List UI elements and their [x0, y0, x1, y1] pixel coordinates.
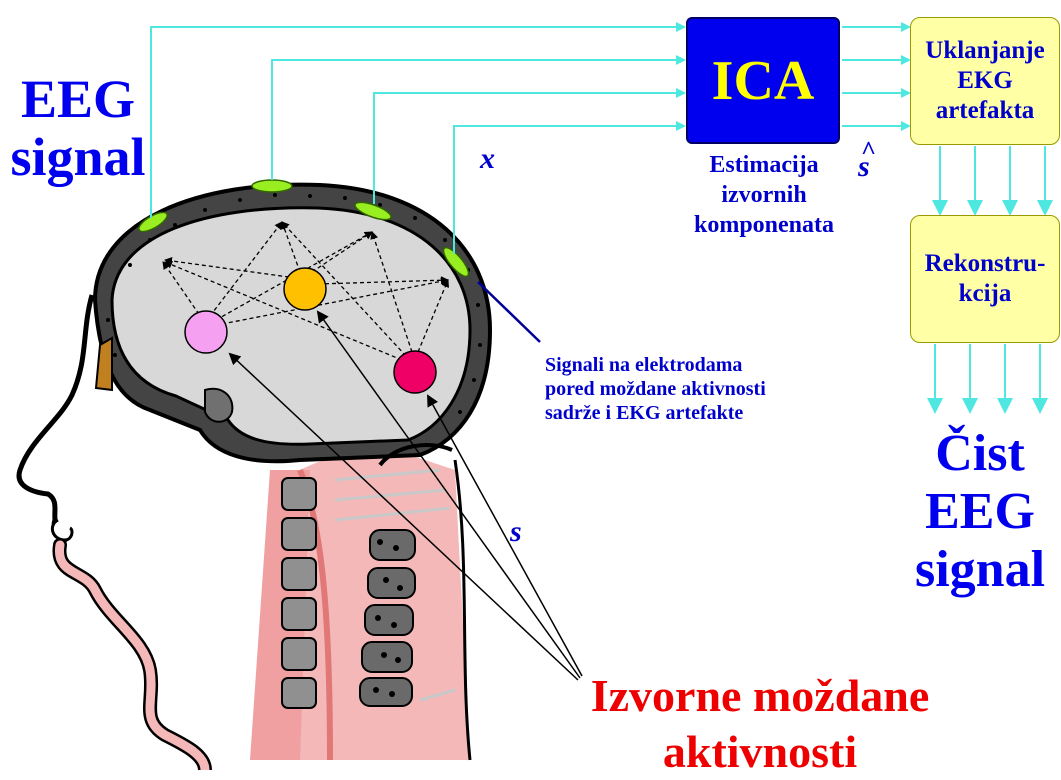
rekonstrukcija-line2: kcija [959, 279, 1012, 309]
neck [250, 451, 470, 760]
signal-lines-output [935, 344, 1040, 412]
izvorne-label: Izvorne moždane aktivnosti [560, 668, 960, 780]
signal-lines-s-hat [842, 27, 909, 126]
eeg-signal-line2: signal [8, 128, 148, 186]
electrode-note: Signali na elektrodama pored moždane akt… [545, 353, 845, 425]
electrode-icon [252, 180, 292, 192]
uklanjanje-line3: artefakta [936, 96, 1035, 126]
s-symbol: s [510, 515, 522, 549]
rekonstrukcija-line1: Rekonstru- [925, 249, 1046, 279]
ica-label: ICA [712, 49, 815, 113]
rekonstrukcija-box: Rekonstru- kcija [910, 215, 1060, 343]
brain-source-icon [284, 268, 326, 310]
note-line3: sadrže i EKG artefakte [545, 401, 845, 425]
estimacija-line2: izvornih [676, 180, 852, 210]
estimacija-line3: komponenata [676, 210, 852, 240]
lip [52, 520, 72, 540]
cist-eeg-label: Čist EEG signal [905, 425, 1055, 599]
cist-line1: Čist [905, 425, 1055, 483]
ica-box: ICA [686, 17, 840, 144]
eeg-signal-line1: EEG [8, 70, 148, 128]
uklanjanje-box: Uklanjanje EKG artefakta [910, 17, 1060, 145]
note-line1: Signali na elektrodama [545, 353, 845, 377]
orbit [96, 338, 112, 390]
brain-source-icon [394, 351, 436, 393]
uklanjanje-line1: Uklanjanje [925, 36, 1044, 66]
signal-lines-cleaned [940, 146, 1045, 214]
izvorne-line1: Izvorne moždane [560, 668, 960, 724]
cist-line2: EEG [905, 483, 1055, 541]
estimacija-label: Estimacija izvornih komponenata [676, 150, 852, 240]
brain-source-icon [185, 311, 227, 353]
x-symbol: x [480, 142, 495, 176]
note-line2: pored moždane aktivnosti [545, 377, 845, 401]
cist-line3: signal [905, 541, 1055, 599]
estimacija-line1: Estimacija [676, 150, 852, 180]
uklanjanje-line2: EKG [957, 66, 1013, 96]
s-hat-accent: ^ [861, 136, 876, 166]
izvorne-line2: aktivnosti [560, 724, 960, 780]
eeg-signal-label: EEG signal [8, 70, 148, 186]
